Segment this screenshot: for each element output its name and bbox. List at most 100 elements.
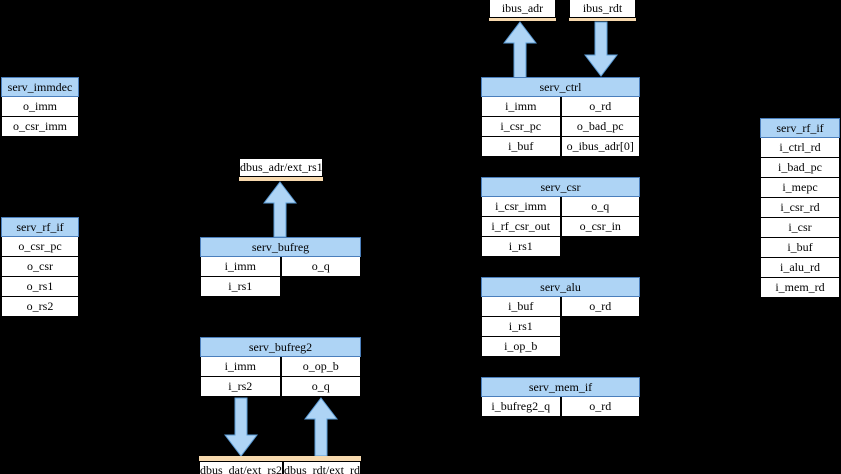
port-cell-left: i_rs2 <box>200 377 281 397</box>
external-signal-dbus-dat-ext-rs2: dbus_dat/ext_rs2 <box>199 456 283 474</box>
port-cell-left: o_csr_pc <box>1 237 79 257</box>
signal-label-dbus-adr-ext-rs1: dbus_adr/ext_rs1 <box>239 158 323 177</box>
port-row: i_rf_csr_out o_csr_in <box>481 217 640 237</box>
port-cell-left: i_csr_pc <box>481 117 561 137</box>
port-row: o_imm <box>1 97 79 117</box>
port-cell-right: o_ibus_adr[0] <box>560 137 640 157</box>
arrow-dbus-rdt-up <box>304 397 338 457</box>
port-row: i_buf o_rd <box>481 297 640 317</box>
port-cell-right-empty <box>561 337 641 357</box>
port-cell-left: i_rs1 <box>200 277 281 297</box>
port-row: i_imm o_rd <box>481 97 640 117</box>
port-row: o_csr_imm <box>1 117 79 137</box>
port-row: i_csr_imm o_q <box>481 197 640 217</box>
port-cell-left: i_rs1 <box>481 317 561 337</box>
port-row: i_mem_rd <box>760 278 840 298</box>
port-cell-left: i_mepc <box>760 178 840 198</box>
module-title-serv-mem-if: serv_mem_if <box>481 377 640 397</box>
port-row: i_imm o_op_b <box>200 357 361 377</box>
port-cell-left: i_buf <box>481 297 561 317</box>
module-title-serv-ctrl: serv_ctrl <box>481 77 640 97</box>
signal-bar-dbus-dat-ext-rs2 <box>199 456 283 461</box>
port-cell-left: o_rs1 <box>1 277 79 297</box>
port-cell-left: i_mem_rd <box>760 278 840 298</box>
port-row: i_buf o_ibus_adr[0] <box>481 137 640 157</box>
port-cell-right: o_rd <box>560 297 640 317</box>
module-serv-alu: serv_alu i_buf o_rd i_rs1 i_op_b <box>481 277 640 357</box>
signal-bar-dbus-rdt-ext-rd <box>283 456 361 461</box>
module-title-serv-alu: serv_alu <box>481 277 640 297</box>
port-cell-right-empty <box>561 317 641 337</box>
port-cell-left: i_csr_rd <box>760 198 840 218</box>
port-cell-left: i_imm <box>200 357 281 377</box>
port-cell-left: i_csr_imm <box>481 197 561 217</box>
port-cell-right: o_rd <box>560 97 640 117</box>
port-row: i_buf <box>760 238 840 258</box>
port-cell-left: i_buf <box>760 238 840 258</box>
arrow-dbus-adr-up <box>263 181 297 238</box>
module-title-serv-bufreg: serv_bufreg <box>200 237 361 257</box>
port-row: i_alu_rd <box>760 258 840 278</box>
port-row: i_rs1 <box>200 277 361 297</box>
port-cell-left: i_rs1 <box>481 237 561 257</box>
external-signal-dbus-adr-ext-rs1: dbus_adr/ext_rs1 <box>239 158 323 181</box>
port-row: i_csr <box>760 218 840 238</box>
arrow-ibus-rdt-down <box>584 21 618 77</box>
port-cell-left: i_bufreg2_q <box>481 397 561 417</box>
port-row: i_imm o_q <box>200 257 361 277</box>
port-row: o_rs1 <box>1 277 79 297</box>
external-signal-ibus-adr: ibus_adr <box>489 0 556 21</box>
module-serv-bufreg2: serv_bufreg2 i_imm o_op_b i_rs2 o_q <box>200 337 361 397</box>
port-row: i_mepc <box>760 178 840 198</box>
port-cell-right: o_q <box>280 257 361 277</box>
signal-label-dbus-dat-ext-rs2: dbus_dat/ext_rs2 <box>199 461 283 474</box>
port-cell-left: o_csr <box>1 257 79 277</box>
port-cell-left: i_csr <box>760 218 840 238</box>
port-cell-right: o_q <box>560 197 640 217</box>
module-title-serv-rf-if-left: serv_rf_if <box>1 217 79 237</box>
port-row: i_bad_pc <box>760 158 840 178</box>
port-cell-left: i_alu_rd <box>760 258 840 278</box>
port-cell-right: o_rd <box>560 397 640 417</box>
port-cell-right-empty <box>281 277 362 297</box>
port-cell-left: i_op_b <box>481 337 561 357</box>
port-row: i_rs2 o_q <box>200 377 361 397</box>
signal-label-ibus-adr: ibus_adr <box>489 0 556 18</box>
module-title-serv-immdec: serv_immdec <box>1 77 79 97</box>
module-serv-ctrl: serv_ctrl i_imm o_rd i_csr_pc o_bad_pc i… <box>481 77 640 157</box>
port-cell-left: i_rf_csr_out <box>481 217 561 237</box>
port-cell-right-empty <box>561 237 641 257</box>
port-cell-left: i_imm <box>200 257 281 277</box>
external-signal-ibus-rdt: ibus_rdt <box>569 0 636 21</box>
port-row: o_csr <box>1 257 79 277</box>
port-cell-left: o_imm <box>1 97 79 117</box>
port-cell-left: i_buf <box>481 137 561 157</box>
module-serv-rf-if-left: serv_rf_if o_csr_pc o_csr o_rs1 o_rs2 <box>1 217 79 317</box>
port-row: i_rs1 <box>481 317 640 337</box>
port-cell-left: i_ctrl_rd <box>760 138 840 158</box>
port-row: i_ctrl_rd <box>760 138 840 158</box>
port-cell-left: o_csr_imm <box>1 117 79 137</box>
port-cell-right: o_q <box>280 377 361 397</box>
port-row: i_rs1 <box>481 237 640 257</box>
signal-label-dbus-rdt-ext-rd: dbus_rdt/ext_rd <box>283 461 361 474</box>
module-serv-mem-if: serv_mem_if i_bufreg2_q o_rd <box>481 377 640 417</box>
module-serv-rf-if-right: serv_rf_if i_ctrl_rd i_bad_pc i_mepc i_c… <box>760 118 840 298</box>
arrow-dbus-dat-down <box>224 397 258 457</box>
module-title-serv-rf-if-right: serv_rf_if <box>760 118 840 138</box>
module-serv-bufreg: serv_bufreg i_imm o_q i_rs1 <box>200 237 361 297</box>
external-signal-dbus-rdt-ext-rd: dbus_rdt/ext_rd <box>283 456 361 474</box>
module-title-serv-csr: serv_csr <box>481 177 640 197</box>
module-serv-immdec: serv_immdec o_imm o_csr_imm <box>1 77 79 137</box>
port-row: i_bufreg2_q o_rd <box>481 397 640 417</box>
module-title-serv-bufreg2: serv_bufreg2 <box>200 337 361 357</box>
port-cell-left: i_imm <box>481 97 561 117</box>
port-cell-left: i_bad_pc <box>760 158 840 178</box>
port-row: i_op_b <box>481 337 640 357</box>
port-cell-right: o_csr_in <box>560 217 640 237</box>
port-cell-right: o_bad_pc <box>560 117 640 137</box>
module-serv-csr: serv_csr i_csr_imm o_q i_rf_csr_out o_cs… <box>481 177 640 257</box>
port-row: o_rs2 <box>1 297 79 317</box>
port-row: i_csr_pc o_bad_pc <box>481 117 640 137</box>
